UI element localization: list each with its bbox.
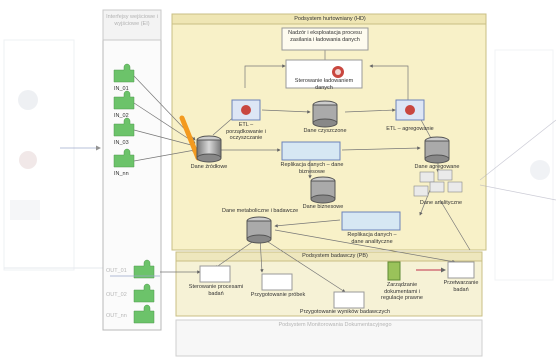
etl-aggregate-label: ETL – agregowanie (386, 126, 434, 132)
metadata-label: Dane metaboliczne i badawcze (222, 208, 299, 214)
lower-panel-title: Podsystem badawczy (PB) (302, 253, 368, 259)
ghost-right-elements (494, 49, 554, 281)
clean-db-icon (312, 100, 338, 128)
ghost-left-elements (3, 39, 110, 271)
etl-clean-label: ETL – porządkowanie i oczyszczanie (226, 122, 266, 141)
monitoring-label: Nadzór i eksploatacja procesu zasilania … (288, 30, 362, 43)
analytic-data-label: Dane analityczne (419, 200, 463, 206)
input-label-1: IN_01 (114, 86, 129, 92)
output-label-n: OUT_nn (106, 313, 127, 319)
aggregated-db-icon (424, 136, 450, 164)
business-data-label: Dane biznesowe (302, 204, 344, 210)
lower-item-2: Przygotowanie próbek (250, 292, 306, 298)
aggregated-data-label: Dane agregowane (414, 164, 460, 170)
source-data-label: Dane źródłowe (190, 164, 228, 170)
input-label-2: IN_02 (114, 113, 129, 119)
business-db-icon (310, 176, 336, 204)
clean-data-label: Dane czyszczone (303, 128, 347, 134)
left-column-title: Interfejsy wejściowe i wyjściowe (EI) (106, 14, 158, 27)
source-db-icon (196, 135, 222, 163)
metadata-db-icon (246, 216, 272, 244)
lower-item-5: Przetwarzanie badań (443, 280, 479, 293)
main-panel-title: Podsystem hurtowniany (HD) (294, 16, 366, 22)
lower-item-4: Zarządzanie dokumentami i regulacje praw… (381, 282, 423, 301)
lower-item-1: Sterowanie procesami badań (188, 284, 244, 297)
input-label-n: IN_nn (114, 171, 129, 177)
scheduler-label: Sterowanie ładowaniem danych (294, 78, 354, 91)
replication-an-label: Replikacja danych – dane analityczne (347, 232, 397, 245)
replication-bi-label: Replikacja danych – dane biznesowe (280, 162, 344, 175)
lower-item-3: Przygotowanie wyników badawczych (299, 309, 391, 315)
bottom-panel-title: Podsystem Monitorowania Dokumentacyjnego (278, 322, 392, 328)
output-label-2: OUT_02 (106, 292, 127, 298)
input-label-3: IN_03 (114, 140, 129, 146)
output-label-1: OUT_01 (106, 268, 127, 274)
input-nodes (113, 63, 155, 324)
